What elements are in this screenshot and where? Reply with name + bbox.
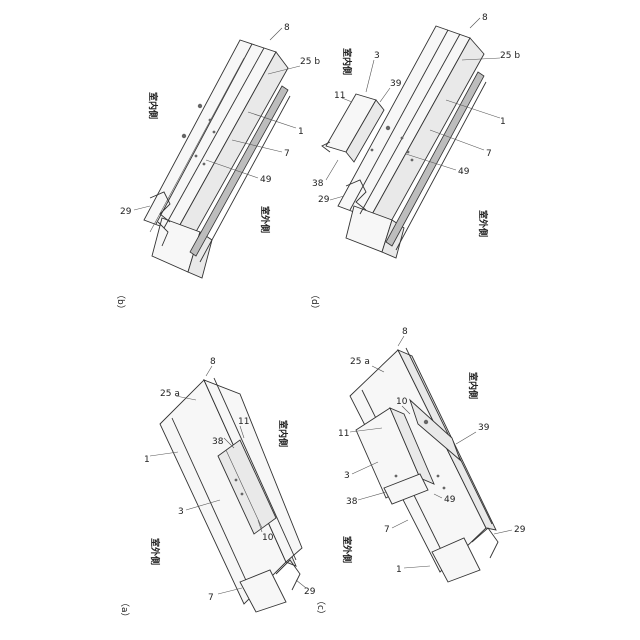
panel-b-callout-29: 29: [120, 207, 132, 217]
panel-c-callout-29: 29: [514, 525, 526, 535]
panel-a-callout-11: 11: [238, 417, 249, 427]
panel-c-callout-49: 49: [444, 495, 456, 505]
panel-b-drawing: [134, 28, 300, 278]
panel-c-callout-39: 39: [478, 423, 490, 433]
panel-d-callout-1: 1: [500, 117, 506, 127]
panel-d-indoor-label: 室内側: [341, 48, 353, 75]
panel-d-callout-25b: 25 b: [500, 51, 520, 61]
panel-b-callout-49: 49: [260, 175, 272, 185]
panel-c-callout-7: 7: [384, 525, 390, 535]
panel-d-callout-49: 49: [458, 167, 470, 177]
panel-b-callout-25b: 25 b: [300, 57, 320, 67]
panel-c-callout-1: 1: [396, 565, 402, 575]
panel-b-outdoor-label: 室外側: [259, 206, 271, 233]
panel-a-callout-8: 8: [210, 357, 216, 367]
panel-a-callout-7: 7: [208, 593, 214, 603]
panel-c-callout-8: 8: [402, 327, 408, 337]
panel-d-callout-3: 3: [374, 51, 380, 61]
panel-c-callout-3: 3: [344, 471, 350, 481]
panel-d-callout-29: 29: [318, 195, 330, 205]
panel-c-callout-11: 11: [338, 429, 349, 439]
panel-a-callout-29: 29: [304, 587, 316, 597]
panel-c-callout-25a: 25 a: [350, 357, 370, 367]
panel-a-callout-3: 3: [178, 507, 184, 517]
panel-a-callout-1: 1: [144, 455, 150, 465]
panel-c-drawing: [350, 336, 512, 582]
panel-a-callout-38: 38: [212, 437, 224, 447]
panel-c-caption: （c）: [315, 596, 326, 619]
panel-a-indoor-label: 室内側: [277, 420, 289, 447]
panel-d-caption: （d）: [309, 290, 320, 314]
panel-c-indoor-label: 室内側: [467, 372, 479, 399]
panel-c-outdoor-label: 室外側: [341, 536, 353, 563]
panel-d-outdoor-label: 室外側: [477, 210, 489, 237]
panel-b-caption: （b）: [115, 290, 126, 314]
panel-b-callout-7: 7: [284, 149, 290, 159]
panel-a-callout-25a: 25 a: [160, 389, 180, 399]
panel-d-callout-38: 38: [312, 179, 324, 189]
panel-a-callout-10: 10: [262, 533, 274, 543]
panel-b-indoor-label: 室内側: [147, 92, 159, 119]
panel-d-callout-8: 8: [482, 13, 488, 23]
panel-a-outdoor-label: 室外側: [149, 538, 161, 565]
panel-d-callout-39: 39: [390, 79, 402, 89]
panel-c-callout-10: 10: [396, 397, 408, 407]
panel-d-callout-7: 7: [486, 149, 492, 159]
panel-c-callout-38: 38: [346, 497, 358, 507]
panel-b-callout-8: 8: [284, 23, 290, 33]
panel-a-drawing: [150, 366, 306, 612]
panel-d-callout-11: 11: [334, 91, 345, 101]
panel-b-callout-1: 1: [298, 127, 304, 137]
panel-a-caption: （a）: [119, 598, 130, 622]
